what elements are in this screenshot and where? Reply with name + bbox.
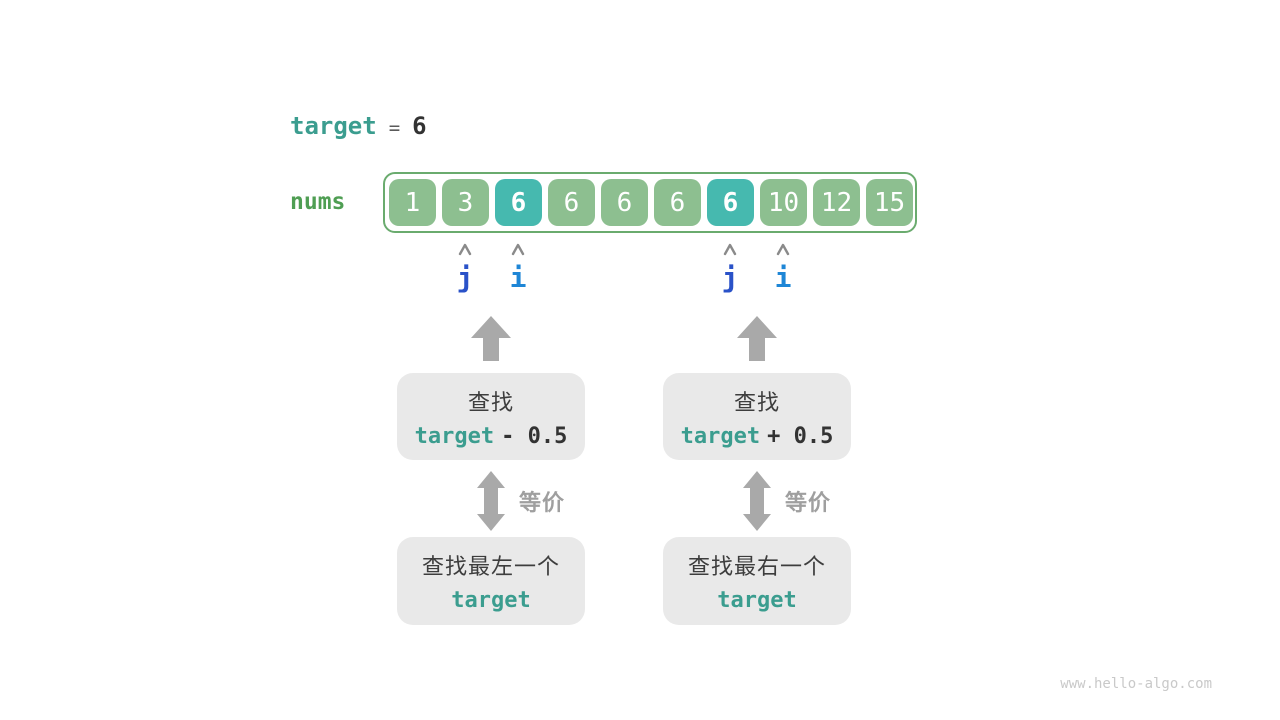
array-cell: 6	[495, 179, 542, 226]
result-box-left-line2: target	[451, 588, 530, 613]
target-keyword: target	[451, 588, 531, 613]
array-cell: 3	[442, 179, 489, 226]
array-cell: 6	[654, 179, 701, 226]
target-keyword: target	[414, 423, 495, 449]
search-box-right-line1: 查找	[733, 389, 780, 415]
array-cell: 1	[389, 179, 436, 226]
up-arrow-icon	[469, 316, 513, 361]
pointer-i-label: i	[774, 261, 792, 294]
search-box-left: 查找 target - 0.5	[397, 373, 585, 460]
search-box-right: 查找 target + 0.5	[663, 373, 851, 460]
target-assignment: target = 6	[290, 112, 427, 140]
expression-operator: - 0.5	[501, 423, 568, 449]
search-box-left-expression: target - 0.5	[415, 424, 568, 449]
target-keyword: target	[290, 112, 377, 140]
expression-operator: + 0.5	[767, 423, 834, 449]
equals-sign: =	[388, 117, 401, 139]
equivalence-label: 等价	[785, 490, 832, 515]
double-arrow-icon	[477, 471, 505, 531]
pointer-i-label: i	[509, 261, 527, 294]
caret-up-icon	[456, 242, 474, 257]
equivalence-label: 等价	[519, 490, 566, 515]
caret-up-icon	[721, 242, 739, 257]
search-box-left-line1: 查找	[467, 389, 514, 415]
array-container: 1 3 6 6 6 6 6 10 12 15	[383, 172, 917, 233]
nums-label: nums	[290, 189, 346, 215]
caret-up-icon	[509, 242, 527, 257]
array-cell: 6	[548, 179, 595, 226]
double-arrow-icon	[743, 471, 771, 531]
caret-up-icon	[774, 242, 792, 257]
result-box-right-line2: target	[717, 588, 796, 613]
array-cell: 15	[866, 179, 913, 226]
target-keyword: target	[680, 423, 761, 449]
pointer-j-label: j	[456, 261, 474, 294]
result-box-right-line1: 查找最右一个	[687, 554, 826, 579]
up-arrow-icon	[735, 316, 779, 361]
array-cell: 12	[813, 179, 860, 226]
array-cell: 6	[601, 179, 648, 226]
result-box-left: 查找最左一个 target	[397, 537, 585, 625]
target-keyword: target	[717, 588, 797, 613]
target-value: 6	[412, 112, 427, 140]
array-cell: 6	[707, 179, 754, 226]
watermark: www.hello-algo.com	[1060, 676, 1212, 692]
result-box-right: 查找最右一个 target	[663, 537, 851, 625]
search-box-right-expression: target + 0.5	[681, 424, 834, 449]
result-box-left-line1: 查找最左一个	[421, 554, 560, 579]
array-cell: 10	[760, 179, 807, 226]
pointer-j-label: j	[721, 261, 739, 294]
